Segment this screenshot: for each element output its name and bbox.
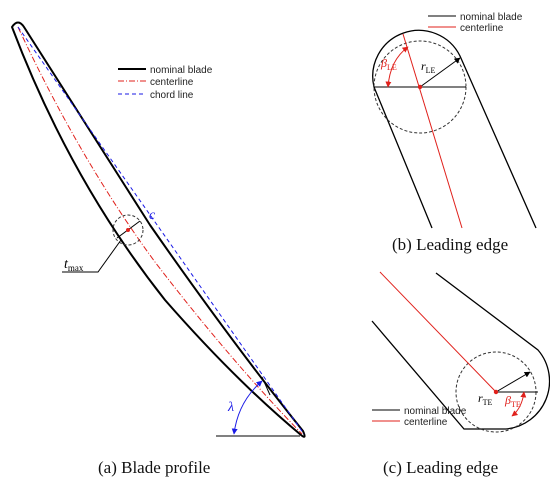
tmax-center-dot: [126, 228, 130, 232]
tmax-circle: [112, 214, 144, 246]
tmax-leader: [62, 239, 122, 273]
panel-b: βLE rLE nominal blade centerline (b) Lea…: [372, 12, 537, 254]
blade-outline: [10, 21, 306, 438]
te-angle-arc: [511, 391, 527, 417]
le-beta-label: βLE: [380, 56, 397, 72]
legend-a: nominal blade centerline chord line: [118, 65, 213, 101]
legend-b: nominal blade centerline: [428, 12, 523, 34]
caption-a: (a) Blade profile: [98, 458, 210, 477]
chord-line: [17, 26, 305, 435]
te-beta-label: βTE: [504, 393, 521, 409]
le-center-dot: [417, 84, 423, 90]
legend-c-item-0: nominal blade: [404, 406, 467, 417]
le-angle-arc: [385, 46, 409, 88]
chord-dim-tick: [261, 376, 271, 396]
caption-b: (b) Leading edge: [392, 235, 508, 254]
le-r-label: rLE: [421, 59, 436, 75]
stagger-angle-label: λ: [227, 400, 234, 415]
te-r-label: rTE: [478, 391, 493, 407]
te-center-dot: [493, 389, 499, 395]
panel-a: tmax c λ nominal blade centerline chord …: [10, 21, 306, 477]
panel-c: rTE βTE nominal blade centerline (c) Lea…: [371, 271, 550, 477]
le-centerline: [402, 33, 463, 229]
le-blade-outline: [372, 29, 537, 229]
stagger-arc: [231, 380, 263, 435]
le-radius: [419, 57, 461, 88]
legend-a-item-0: nominal blade: [150, 65, 213, 76]
legend-c: nominal blade centerline: [372, 406, 467, 428]
caption-c: (c) Leading edge: [383, 458, 498, 477]
legend-a-item-1: centerline: [150, 77, 194, 88]
legend-a-item-2: chord line: [150, 90, 194, 101]
tmax-label: tmax: [64, 257, 84, 273]
centerline-curve: [17, 26, 303, 435]
te-radius: [495, 371, 531, 393]
legend-b-item-1: centerline: [460, 23, 504, 34]
legend-b-item-0: nominal blade: [460, 12, 523, 23]
te-centerline: [379, 271, 497, 393]
chord-label: c: [149, 208, 156, 223]
te-blade-outline: [371, 272, 550, 430]
legend-c-item-1: centerline: [404, 417, 448, 428]
